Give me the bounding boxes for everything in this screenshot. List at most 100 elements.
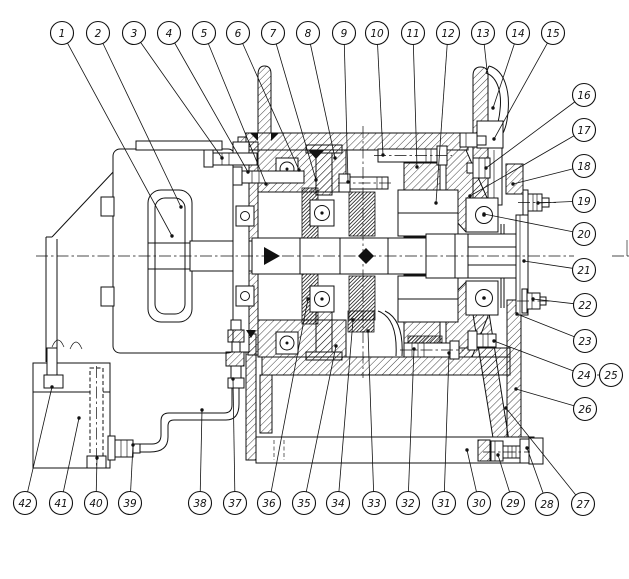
planetary-gears	[347, 162, 459, 357]
thrust-block	[347, 310, 375, 333]
leader-21	[523, 260, 573, 269]
balloon-label-18: 18	[577, 161, 591, 173]
leader-35	[305, 345, 337, 492]
leader-dot-16	[484, 166, 488, 170]
balloon-label-36: 36	[262, 498, 276, 510]
balloon-label-16: 16	[577, 90, 591, 102]
balloon-20	[571, 221, 597, 247]
balloon-28	[534, 491, 560, 517]
leader-dot-15	[492, 137, 496, 141]
balloon-33	[361, 490, 387, 516]
hydraulic-motor	[45, 140, 255, 362]
balloon-35	[291, 490, 317, 516]
leader-7	[275, 43, 317, 181]
balloon-23	[572, 328, 598, 354]
balloon-label-1: 1	[59, 28, 66, 40]
balloon-2	[85, 20, 111, 46]
balloon-25	[598, 362, 624, 388]
balloon-label-5: 5	[201, 28, 208, 40]
balloon-40	[83, 490, 109, 516]
drum-bearing	[475, 206, 493, 224]
leader-dot-8	[333, 156, 337, 160]
leader-4	[174, 42, 249, 173]
balloon-37	[222, 490, 248, 516]
leader-42	[27, 386, 53, 492]
hose-assembly	[140, 319, 245, 453]
hose-fitting	[114, 439, 134, 458]
balloon-label-9: 9	[341, 28, 348, 40]
balloon-label-10: 10	[370, 28, 384, 40]
balloon-11	[400, 20, 426, 46]
balloon-label-39: 39	[123, 498, 137, 510]
leader-dot-35	[334, 344, 338, 348]
leader-dot-23	[515, 312, 519, 316]
leader-dot-39	[131, 443, 135, 447]
leader-dot-11	[415, 165, 419, 169]
balloon-27	[570, 491, 596, 517]
balloon-label-41: 41	[54, 498, 67, 510]
leader-dot-6	[297, 168, 301, 172]
mounting-bracket	[45, 169, 116, 362]
balloon-41	[48, 490, 74, 516]
leader-14	[492, 43, 515, 109]
leader-dot-41	[77, 416, 81, 420]
flange-bolt	[459, 132, 478, 148]
leader-37	[232, 378, 236, 492]
leader-dot-5	[264, 182, 268, 186]
leader-15	[493, 42, 548, 140]
leader-dot-29	[496, 453, 500, 457]
leader-29	[497, 454, 510, 493]
balloon-label-11: 11	[406, 28, 419, 40]
balloon-18	[571, 153, 597, 179]
leader-dot-1	[170, 234, 174, 238]
cap-screw	[490, 440, 504, 462]
leader-18	[512, 168, 573, 185]
leader-dot-26	[514, 387, 518, 391]
leader-33	[367, 330, 374, 492]
leader-dot-42	[50, 385, 54, 389]
leader-19	[537, 201, 573, 204]
balloon-label-31: 31	[437, 498, 450, 510]
leader-dot-10	[381, 153, 385, 157]
leader-41	[62, 417, 80, 492]
leader-dot-21	[522, 259, 526, 263]
leader-28	[526, 447, 544, 494]
balloon-8	[295, 20, 321, 46]
balloon-32	[395, 490, 421, 516]
balloon-26	[572, 396, 598, 422]
leader-24	[493, 340, 574, 372]
leader-16	[485, 101, 576, 169]
leader-30	[466, 449, 477, 492]
balloon-17	[571, 117, 597, 143]
leader-dot-14	[491, 106, 495, 110]
balloon-label-22: 22	[578, 300, 592, 312]
leader-17	[469, 135, 575, 197]
leader-dot-31	[447, 351, 451, 355]
leader-13	[483, 44, 488, 71]
leader-dot-37	[231, 377, 235, 381]
balloon-14	[505, 20, 531, 46]
balloon-label-24: 24	[577, 370, 590, 382]
leader-dot-40	[95, 456, 99, 460]
leader-6	[242, 43, 300, 171]
leader-dot-22	[531, 297, 535, 301]
flange-bolt	[476, 333, 497, 348]
pipe-union	[230, 365, 242, 379]
valve-block-assembly	[32, 347, 141, 469]
balloon-label-42: 42	[18, 498, 32, 510]
leader-dot-2	[179, 205, 183, 209]
leader-dot-4	[246, 170, 250, 174]
balloon-label-38: 38	[193, 498, 207, 510]
balloon-label-12: 12	[441, 28, 455, 40]
leader-dot-32	[412, 347, 416, 351]
balloon-label-14: 14	[511, 28, 524, 40]
balloon-label-20: 20	[577, 229, 591, 241]
balloon-30	[466, 490, 492, 516]
leader-26	[515, 388, 575, 407]
leader-8	[310, 44, 336, 159]
leader-10	[377, 44, 384, 156]
leader-dot-3	[220, 156, 224, 160]
balloon-label-23: 23	[578, 336, 591, 348]
balloon-42	[12, 490, 38, 516]
